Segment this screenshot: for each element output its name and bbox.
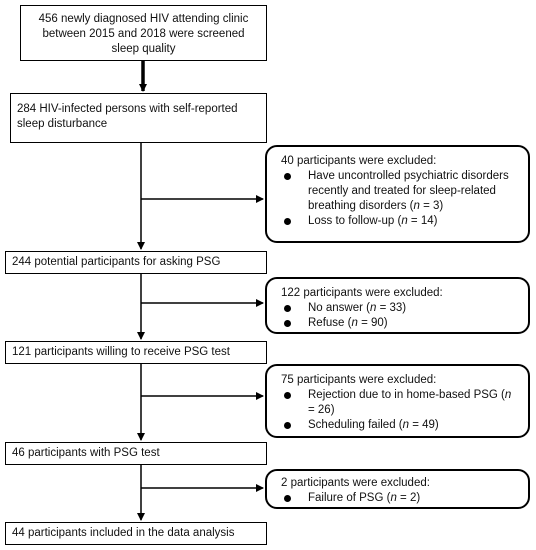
exclusion-item: Loss to follow-up (n = 14) [281, 214, 518, 229]
exclusion-item: Scheduling failed (n = 49) [281, 418, 518, 433]
exclusion-item: No answer (n = 33) [281, 301, 518, 316]
bullet-icon [284, 495, 291, 502]
exclusion-list: Failure of PSG (n = 2) [281, 491, 518, 506]
exclusion-box-4: 2 participants were excluded: Failure of… [265, 469, 530, 509]
exclusion-list: No answer (n = 33) Refuse (n = 90) [281, 301, 518, 331]
exclusion-title: 75 participants were excluded: [281, 374, 437, 386]
exclusion-item: Rejection due to in home-based PSG (n = … [281, 388, 518, 418]
exclusion-title: 40 participants were excluded: [281, 155, 437, 167]
exclusion-list: Have uncontrolled psychiatric disorders … [281, 169, 518, 229]
bullet-icon [284, 320, 291, 327]
bullet-icon [284, 218, 291, 225]
exclusion-box-3: 75 participants were excluded: Rejection… [265, 364, 530, 438]
step-psg-test: 46 participants with PSG test [5, 442, 267, 465]
bullet-icon [284, 305, 291, 312]
exclusion-box-2: 122 participants were excluded: No answe… [265, 277, 530, 334]
exclusion-title: 122 participants were excluded: [281, 287, 443, 299]
bullet-icon [284, 422, 291, 429]
step-sleep-disturbance: 284 HIV-infected persons with self-repor… [10, 93, 267, 143]
exclusion-item: Failure of PSG (n = 2) [281, 491, 518, 506]
step-data-analysis: 44 participants included in the data ana… [5, 522, 267, 545]
step-potential-participants: 244 potential participants for asking PS… [5, 251, 267, 274]
exclusion-item: Refuse (n = 90) [281, 316, 518, 331]
exclusion-title: 2 participants were excluded: [281, 477, 430, 489]
exclusion-list: Rejection due to in home-based PSG (n = … [281, 388, 518, 433]
step-willing-psg: 121 participants willing to receive PSG … [5, 341, 267, 364]
step-screened: 456 newly diagnosed HIV attending clinic… [20, 5, 267, 61]
bullet-icon [284, 173, 291, 180]
exclusion-box-1: 40 participants were excluded: Have unco… [265, 145, 530, 243]
bullet-icon [284, 392, 291, 399]
exclusion-item: Have uncontrolled psychiatric disorders … [281, 169, 518, 214]
